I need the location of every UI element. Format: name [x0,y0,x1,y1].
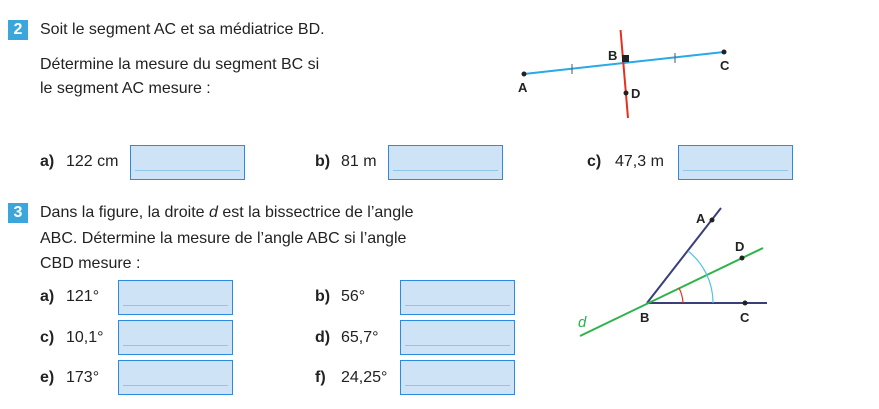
item-3c-value: 10,1° [66,329,104,346]
item-b-label: b) [315,153,331,170]
ex3-statement-line2: ABC. Détermine la mesure de l’angle ABC … [40,230,407,247]
ray-ba [646,207,722,304]
item-3f-label: f) [315,369,326,386]
item-c-value: 47,3 m [615,153,664,170]
answer-input-3f[interactable] [400,360,515,395]
point-c-label: C [720,58,730,73]
ex2-question-line2: le segment AC mesure : [40,80,211,97]
answer-input-3b[interactable] [400,280,515,315]
point-a-label: A [518,80,528,95]
point-c-label: C [740,310,750,325]
item-3a-label: a) [40,288,55,305]
angle-abc-arc [687,250,714,304]
right-angle-icon [622,55,629,62]
point-a-label: A [696,211,706,226]
point-d-label: D [735,239,744,254]
ex3-statement-line3: CBD mesure : [40,255,141,272]
answer-input-2b[interactable] [388,145,503,180]
angle-cbd-arc [678,287,684,304]
bisector-d [579,247,764,337]
item-a-label: a) [40,153,55,170]
answer-input-3d[interactable] [400,320,515,355]
item-3d-label: d) [315,329,331,346]
answer-input-2c[interactable] [678,145,793,180]
answer-input-3e[interactable] [118,360,233,395]
item-3e-label: e) [40,369,55,386]
point-d-label: D [631,86,640,101]
item-3d-value: 65,7° [341,329,379,346]
point-b-label: B [608,48,617,63]
answer-input-3a[interactable] [118,280,233,315]
answer-input-3c[interactable] [118,320,233,355]
item-3c-label: c) [40,329,55,346]
line-d-label: d [578,314,587,331]
item-3f-value: 24,25° [341,369,388,386]
item-3b-value: 56° [341,288,366,305]
ex2-figure: A B C D [518,30,730,119]
ex3-figure: A D B C d [578,207,767,337]
item-c-label: c) [587,153,602,170]
point-b-label: B [640,310,649,325]
ex2-question-line1: Détermine la mesure du segment BC si [40,56,320,73]
exercise-2-number: 2 [8,20,28,40]
item-a-value: 122 cm [66,153,119,170]
item-3b-label: b) [315,288,331,305]
item-b-value: 81 m [341,153,377,170]
answer-input-2a[interactable] [130,145,245,180]
bisector-bd [619,30,629,119]
ex3-statement-line1: Dans la figure, la droite d est la bisse… [40,204,414,221]
ex2-statement: Soit le segment AC et sa médiatrice BD. [40,21,325,38]
exercise-3-number: 3 [8,203,28,223]
item-3a-value: 121° [66,288,100,305]
item-3e-value: 173° [66,369,100,386]
